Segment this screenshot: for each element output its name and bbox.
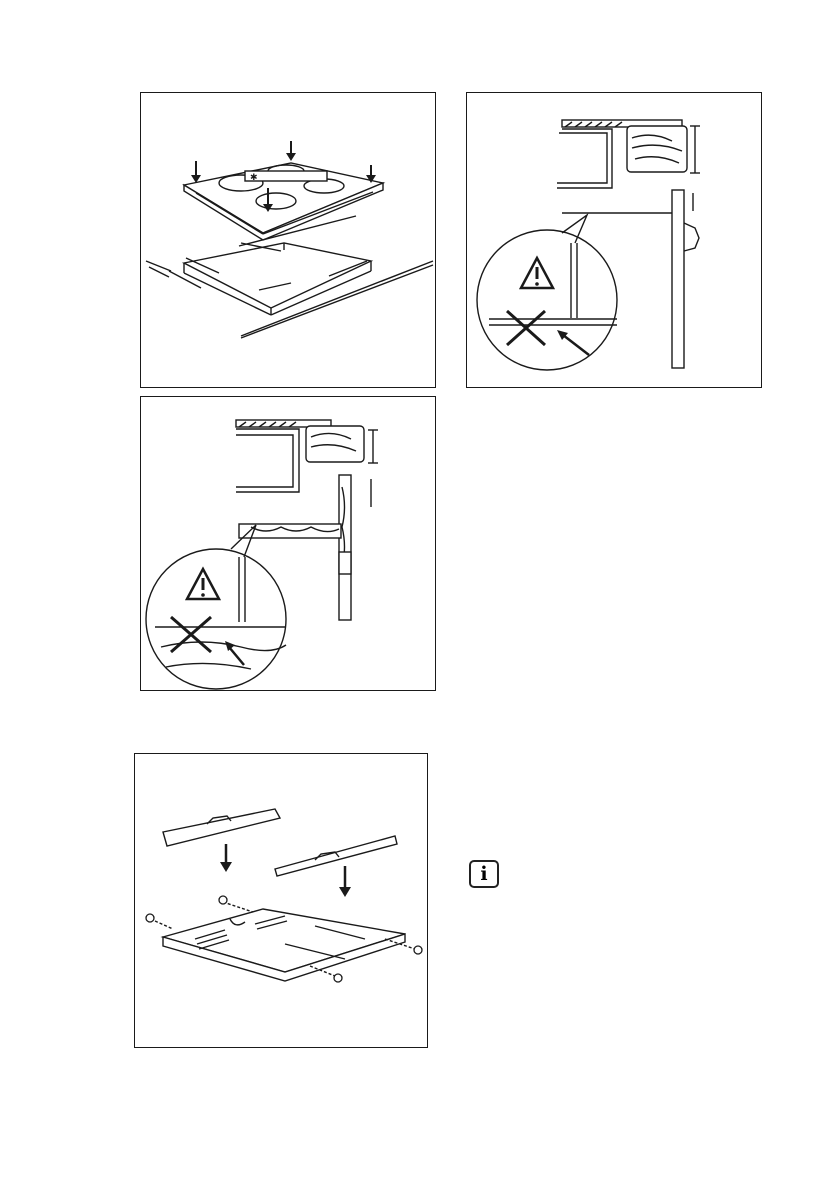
oven-clearance-drawing <box>467 93 761 387</box>
figure-oven-clearance <box>466 92 762 388</box>
figure-shelf-clearance <box>140 396 436 691</box>
info-icon: i <box>469 860 499 888</box>
info-glyph: i <box>480 865 487 884</box>
figure-protection-box <box>134 753 428 1048</box>
svg-text:✱: ✱ <box>250 173 258 183</box>
protection-box-drawing <box>135 754 427 1047</box>
hob-installation-drawing: ✱ <box>141 93 435 387</box>
shelf-clearance-drawing <box>141 397 435 690</box>
figure-hob-installation: ✱ <box>140 92 436 388</box>
